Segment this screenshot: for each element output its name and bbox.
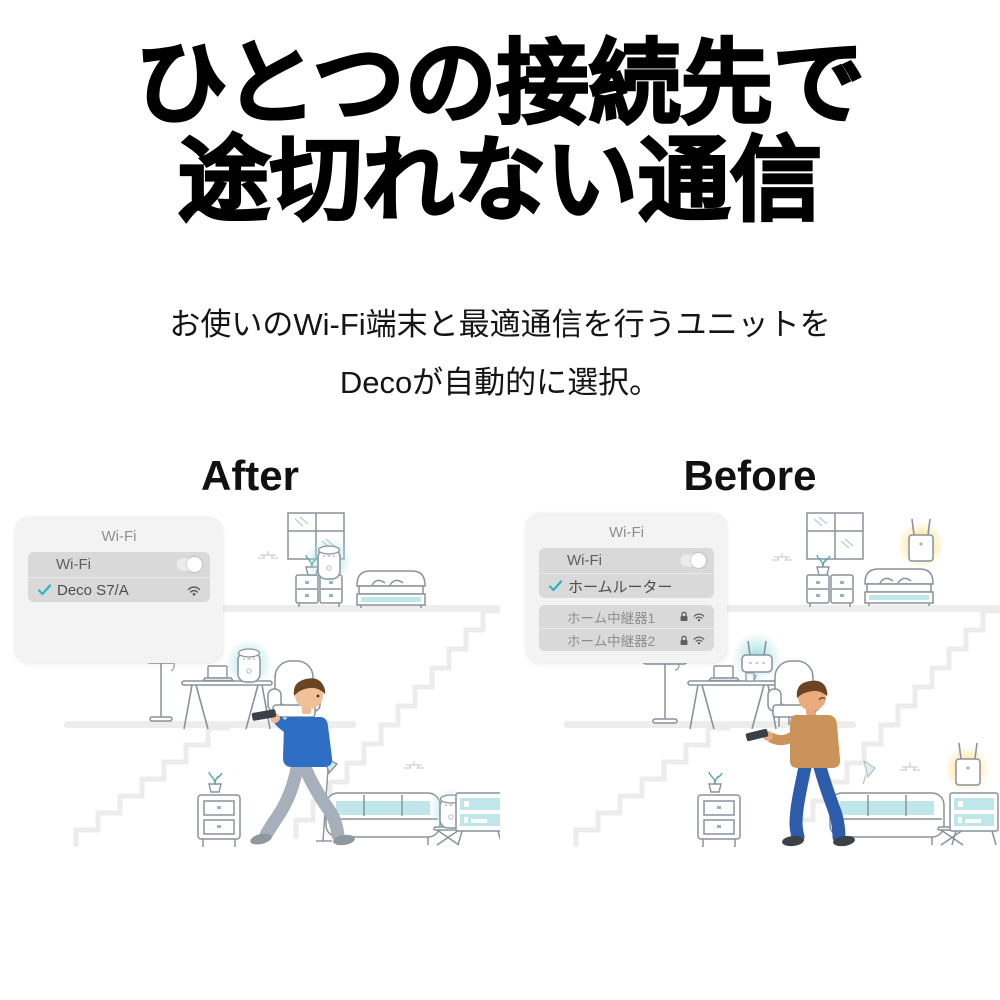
before-wifi-popup: Wi-Fi Wi-Fi ホームルーター ホーム中継器1 xyxy=(526,513,727,663)
subtitle-line1: お使いのWi-Fi端末と最適通信を行うユニットを xyxy=(169,307,831,342)
wifi-row-label: Wi-Fi xyxy=(56,556,91,573)
network-name: ホームルーター xyxy=(568,578,673,596)
upper-floor xyxy=(710,605,1000,612)
network-list: Wi-Fi Deco S7/A xyxy=(28,552,210,602)
wifi-icon xyxy=(693,612,705,621)
tv-console xyxy=(949,792,999,846)
deco-unit-bedroom xyxy=(317,545,341,580)
check-icon xyxy=(37,584,52,596)
headline-line1: ひとつの接続先で xyxy=(134,33,866,135)
deco-unit-desk xyxy=(237,648,261,683)
network-row-extender2[interactable]: ホーム中継器2 xyxy=(539,628,714,651)
network-list-secondary: ホーム中継器1 ホーム中継器2 xyxy=(539,605,714,651)
row-icons xyxy=(679,635,705,646)
ceiling-light-sketch xyxy=(771,552,793,561)
network-row-connected[interactable]: ホームルーター xyxy=(539,573,714,598)
upper-floor xyxy=(212,605,500,612)
subtitle-line2: Decoが自動的に選択。 xyxy=(339,365,661,400)
check-icon xyxy=(548,580,563,592)
popup-title: Wi-Fi xyxy=(609,524,644,541)
tv-console xyxy=(455,792,500,846)
wifi-row-label: Wi-Fi xyxy=(567,552,602,569)
side-cabinet xyxy=(697,794,741,848)
wifi-toggle[interactable] xyxy=(680,553,706,568)
wifi-toggle-row[interactable]: Wi-Fi xyxy=(539,548,714,573)
window xyxy=(806,512,864,560)
page-title: ひとつの接続先で 途切れない通信 xyxy=(0,33,1000,232)
before-scene xyxy=(500,505,1000,870)
ceiling-light-sketch xyxy=(257,550,279,559)
laptop xyxy=(708,665,740,682)
lock-icon xyxy=(680,611,688,621)
lamp-sketch xyxy=(862,760,876,785)
after-scene xyxy=(0,505,500,870)
network-list-primary: Wi-Fi ホームルーター xyxy=(539,548,714,598)
wall-sketch xyxy=(899,762,921,771)
network-row-connected[interactable]: Deco S7/A xyxy=(28,577,210,602)
popup-title: Wi-Fi xyxy=(101,528,137,545)
bed xyxy=(356,570,426,609)
person-before xyxy=(745,680,855,847)
mid-floor xyxy=(564,721,856,728)
dresser xyxy=(806,574,854,608)
after-wifi-popup: Wi-Fi Wi-Fi Deco S7/A xyxy=(15,517,223,663)
smartphone xyxy=(745,728,769,742)
plant-small xyxy=(708,771,723,793)
subtitle: お使いのWi-Fi端末と最適通信を行うユニットを Decoが自動的に選択。 xyxy=(0,296,1000,412)
floor-lamp xyxy=(642,656,688,724)
before-label: Before xyxy=(683,452,817,499)
smartphone xyxy=(251,709,277,721)
network-name: ホーム中継器1 xyxy=(567,610,656,626)
before-illustration xyxy=(564,512,1000,870)
headline-line2: 途切れない通信 xyxy=(177,130,824,232)
network-name: ホーム中継器2 xyxy=(567,634,656,649)
row-icons xyxy=(679,611,705,622)
network-name: Deco S7/A xyxy=(57,581,129,599)
wifi-icon xyxy=(693,636,705,645)
wall-sketch xyxy=(403,760,425,769)
wifi-toggle-row[interactable]: Wi-Fi xyxy=(28,552,210,577)
side-cabinet xyxy=(197,794,241,848)
bed xyxy=(864,568,934,607)
wifi-toggle[interactable] xyxy=(176,557,202,572)
wifi-icon xyxy=(187,585,201,596)
plant-small xyxy=(208,771,223,793)
after-illustration xyxy=(64,512,500,870)
network-row-extender1[interactable]: ホーム中継器1 xyxy=(539,605,714,628)
person-after xyxy=(250,678,355,846)
after-label: After xyxy=(200,452,299,499)
lock-icon xyxy=(680,635,688,645)
